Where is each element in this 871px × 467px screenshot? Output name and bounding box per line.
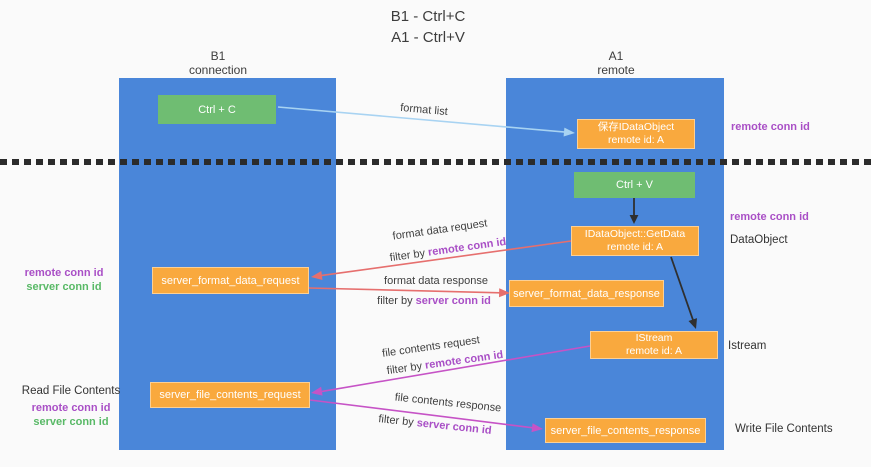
annotation-remote-conn-id-top: remote conn id: [731, 121, 810, 133]
flow-label-filter-by-server-1: filter by server conn id: [377, 295, 491, 307]
server-format-data-request-label: server_format_data_request: [161, 274, 300, 287]
flow-label-format-data-response: format data response: [384, 275, 488, 287]
annotation-dataobject: DataObject: [730, 234, 788, 246]
annotation-server-conn-id-left: server conn id: [26, 281, 102, 293]
remote-conn-id-text: remote conn id: [427, 235, 507, 259]
format-data-response-arrow: [308, 287, 501, 294]
idataobject-getdata-box: IDataObject::GetData remote id: A: [571, 226, 699, 256]
lifeline-a1-name: A1: [608, 49, 624, 63]
annotation-left-conn-ids: remote conn id server conn id: [14, 266, 114, 294]
lifeline-header-b1: B1 connection: [189, 49, 247, 77]
ctrl-c-box: Ctrl + C: [158, 95, 276, 124]
lifeline-header-a1: A1 remote: [597, 49, 634, 77]
lifeline-a1-role: remote: [597, 63, 635, 77]
server-conn-id-text: server conn id: [415, 295, 491, 307]
getdata-remote-id: remote id: A: [606, 241, 664, 253]
title-line-1: B1 - Ctrl+C: [390, 8, 466, 25]
annotation-read-file-contents: Read File Contents: [21, 385, 121, 397]
lifeline-b1-name: B1: [210, 49, 226, 63]
annotation-remote-conn-id-mid: remote conn id: [730, 211, 809, 223]
annotation-remote-conn-id-left: remote conn id: [24, 267, 104, 279]
server-format-data-response-box: server_format_data_response: [509, 280, 664, 307]
server-file-contents-request-box: server_file_contents_request: [150, 382, 310, 408]
istream-remote-id: remote id: A: [625, 345, 683, 357]
save-idataobject-box: 保存IDataObject remote id: A: [577, 119, 695, 149]
istream-label: IStream: [635, 332, 673, 344]
title-line-2: A1 - Ctrl+V: [391, 29, 465, 46]
annotation-server-conn-id-left-2: server conn id: [33, 416, 109, 428]
flow-label-format-list: format list: [399, 101, 449, 119]
filter-by-text: filter by: [377, 413, 415, 429]
server-format-data-request-box: server_format_data_request: [152, 267, 309, 294]
annotation-read-file-contents-group: Read File Contents remote conn id server…: [11, 384, 131, 429]
ctrl-c-label: Ctrl + C: [198, 103, 236, 116]
server-file-contents-request-label: server_file_contents_request: [159, 389, 301, 401]
save-idataobject-label: 保存IDataObject: [597, 121, 675, 133]
istream-box: IStream remote id: A: [590, 331, 718, 359]
flow-label-format-data-request: format data request: [391, 217, 489, 243]
server-conn-id-text: server conn id: [416, 417, 493, 437]
filter-by-text: filter by: [386, 360, 423, 378]
filter-by-text: filter by: [389, 247, 426, 265]
ctrl-v-box: Ctrl + V: [574, 172, 695, 198]
ctrl-v-label: Ctrl + V: [616, 179, 653, 191]
server-file-contents-response-label: server_file_contents_response: [550, 424, 701, 437]
annotation-write-file-contents: Write File Contents: [735, 423, 833, 435]
server-format-data-response-label: server_format_data_response: [513, 287, 660, 300]
flow-label-file-contents-response: file contents response: [394, 391, 502, 415]
save-idataobject-remote-id: remote id: A: [607, 134, 665, 146]
getdata-label: IDataObject::GetData: [584, 228, 686, 240]
filter-by-text: filter by: [377, 295, 413, 307]
annotation-istream: Istream: [728, 340, 767, 352]
session-separator-line: [0, 159, 871, 165]
annotation-remote-conn-id-left-2: remote conn id: [31, 402, 111, 414]
lifeline-b1-role: connection: [188, 63, 248, 77]
flow-label-filter-by-server-2: filter by server conn id: [378, 413, 492, 437]
diagram-title: B1 - Ctrl+C A1 - Ctrl+V: [391, 6, 466, 48]
server-file-contents-response-box: server_file_contents_response: [545, 418, 706, 443]
